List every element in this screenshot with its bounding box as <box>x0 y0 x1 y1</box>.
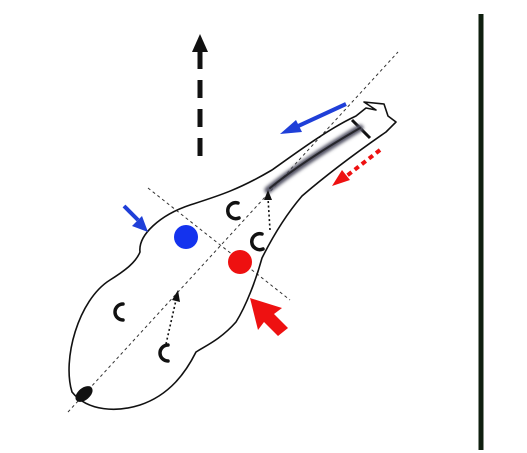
blue-arrow-icon <box>280 102 347 134</box>
motion-stroke-core <box>269 127 361 189</box>
blue-push-arrow-icon <box>122 204 148 232</box>
rotation-mark-bottom <box>158 343 170 363</box>
tail-knob <box>75 386 93 402</box>
red-dotted-arrow-icon <box>332 148 382 186</box>
rotation-mark-upper <box>226 200 241 221</box>
cross-axis-line <box>147 187 291 301</box>
red-push-arrow-icon <box>250 298 288 336</box>
rotation-mark-left <box>113 302 125 322</box>
body-outline <box>68 101 397 410</box>
center-axis-line <box>67 51 399 413</box>
dashed-up-arrow-icon <box>192 34 208 156</box>
rotation-mark-right <box>250 231 265 252</box>
red-pivot-dot <box>228 250 252 274</box>
dotted-arrow-lower <box>165 290 180 345</box>
blue-pivot-dot <box>174 225 198 249</box>
dotted-arrow-upper <box>264 190 272 231</box>
